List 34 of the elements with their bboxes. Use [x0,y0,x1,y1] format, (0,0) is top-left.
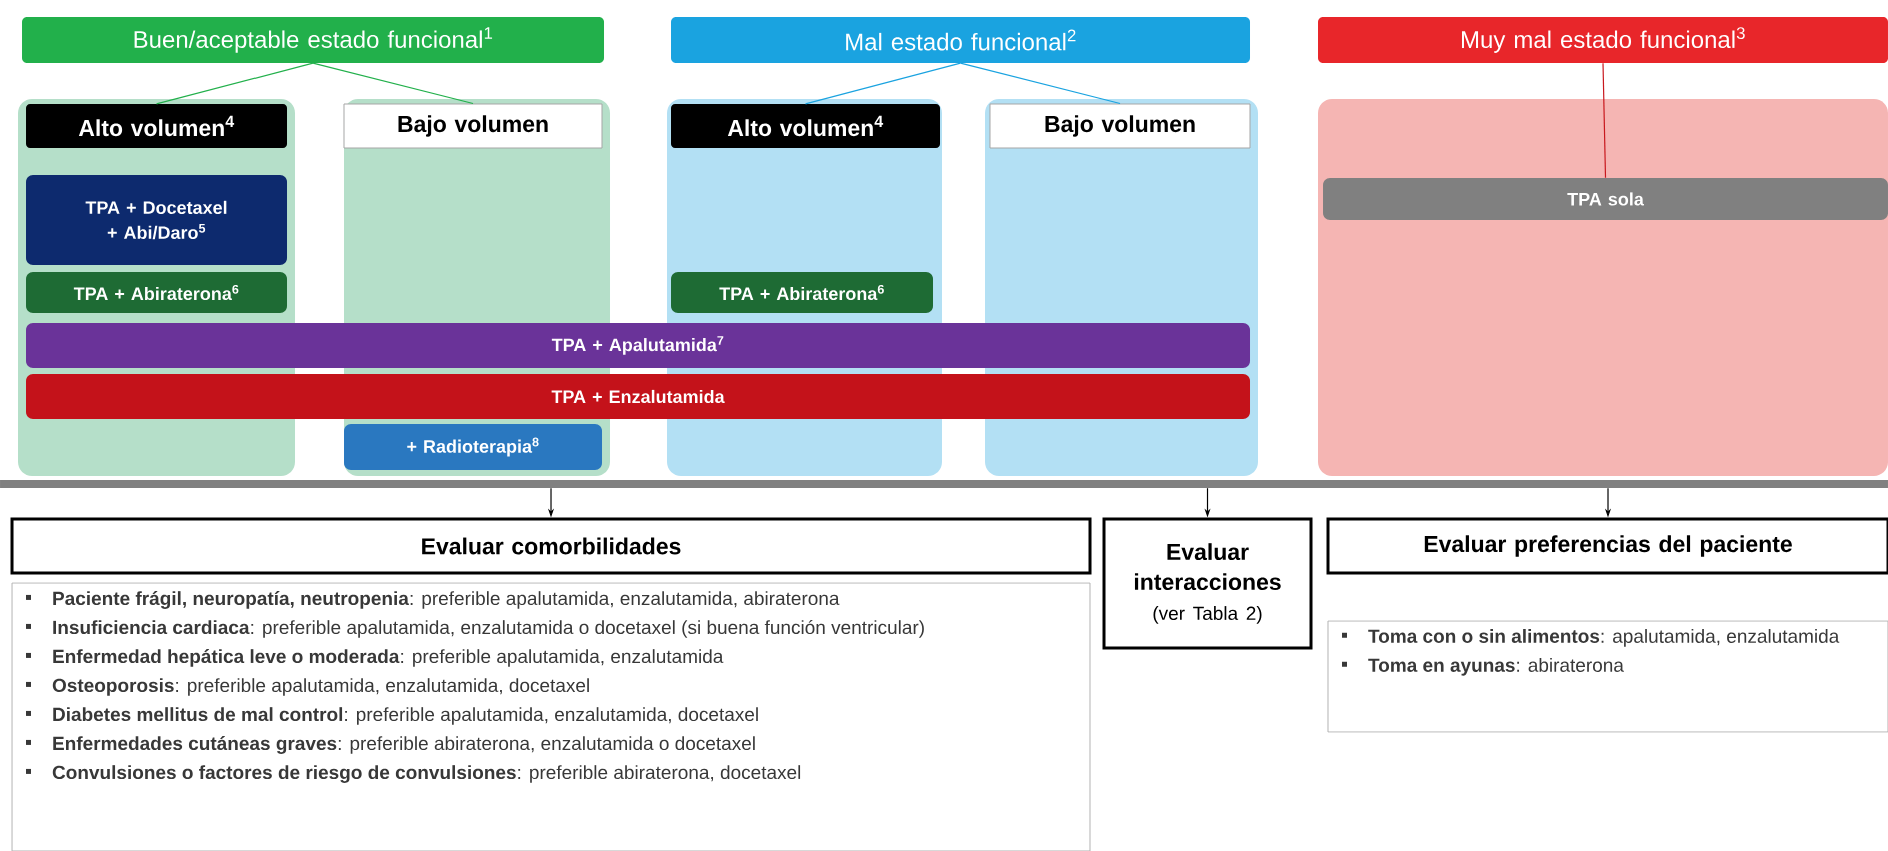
volume-label: Alto volumen$^{4}$ [26,104,287,148]
list-item: Enfermedad hepática leve o moderada: preferible apalutamida, enzalutamida [26,649,724,667]
treatment-box: TPA + Abiraterona$^{6}$ [26,272,287,313]
volume-label: Bajo volumen [989,103,1251,149]
status-header: Mal estado funcional$^{2}$ [671,17,1250,63]
treatment-box: TPA + Enzalutamida [26,374,1250,419]
list-item: Toma con o sin alimentos: apalutamida, enzalutamida [1342,629,1840,647]
volume-label: Alto volumen$^{4}$ [671,104,940,148]
treatment-box: TPA + Docetaxel + Abi/Daro$^{5}$ [26,175,287,265]
connector-line [155,62,314,105]
connector-line [959,62,1121,105]
section-title-box: Evaluar comorbilidades [10,517,1092,575]
treatment-box: TPA + Apalutamida$^{7}$ [26,323,1250,368]
treatment-box: + Radioterapia$^{8}$ [344,424,602,470]
separator-bar [0,480,1888,488]
list-item: Paciente frágil, neuropatía, neutropenia: preferible apalutamida, enzalutamida, abiraterona [26,591,840,609]
section-title-box: Evaluar preferencias del paciente [1326,517,1888,575]
connector-line [804,62,962,105]
connector-line [1602,62,1607,179]
list-item: Toma en ayunas: abiraterona [1342,658,1624,676]
connector-line [312,62,474,105]
treatment-box: TPA sola [1323,178,1888,220]
list-box [1327,620,1888,733]
list-item: Insuficiencia cardiaca: preferible apalutamida, enzalutamida o docetaxel (si buena función ventricular) [26,619,924,638]
list-item: Diabetes mellitus de mal control: preferible apalutamida, enzalutamida, docetaxel [26,707,758,725]
section-title-box: Evaluar interacciones (ver Tabla 2) [1102,517,1313,650]
list-item: Convulsiones o factores de riesgo de convulsiones: preferible abiraterona, docetaxel [26,765,801,783]
status-header: Muy mal estado funcional$^{3}$ [1318,17,1888,63]
list-item: Enfermedades cutáneas graves: preferible abiraterona, enzalutamida o docetaxel [26,736,755,754]
treatment-box: TPA + Abiraterona$^{6}$ [671,272,933,313]
status-header: Buen/aceptable estado funcional$^{1}$ [22,17,604,63]
volume-label: Bajo volumen [343,103,603,149]
list-box [11,582,1091,851]
list-item: Osteoporosis: preferible apalutamida, enzalutamida, docetaxel [26,678,589,696]
